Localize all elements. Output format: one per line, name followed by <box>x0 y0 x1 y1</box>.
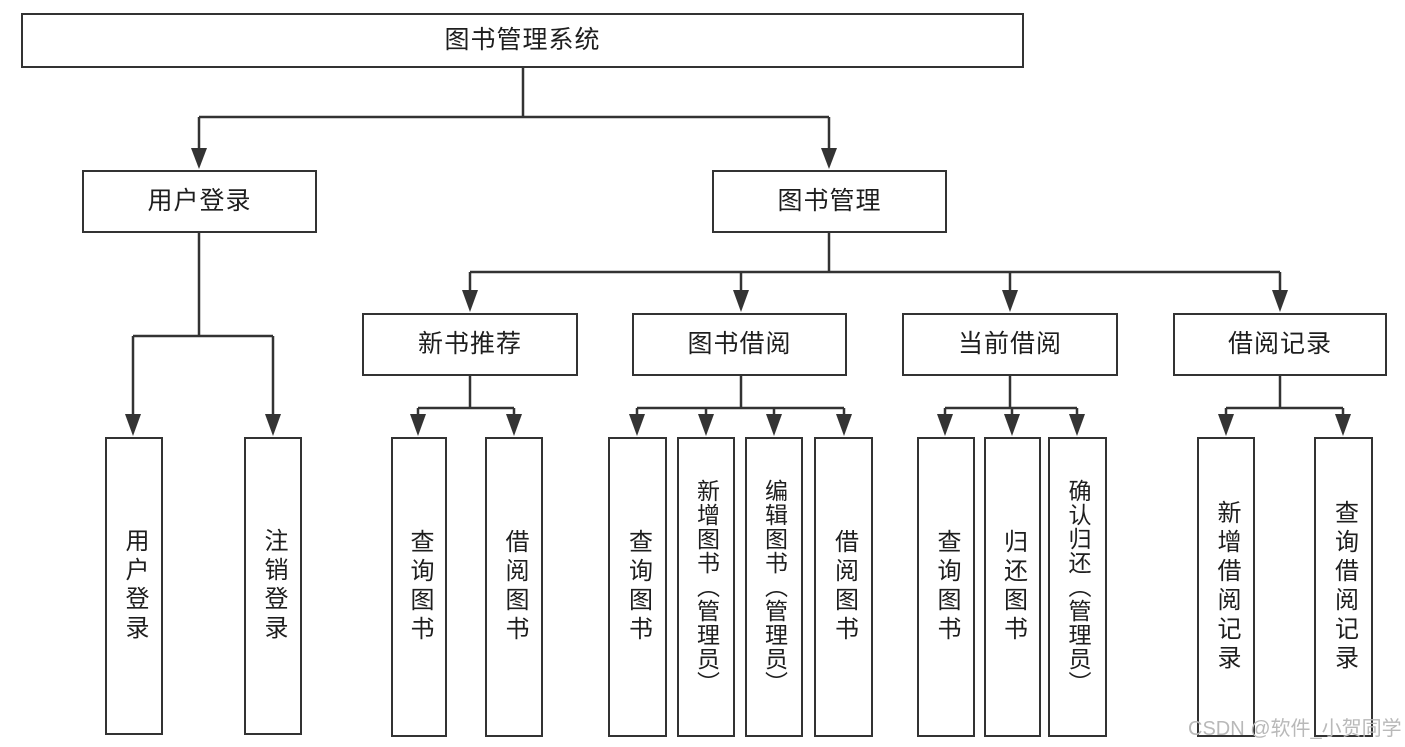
leaf-bb-edit-books-admin: 编辑图书（管理员） <box>745 437 803 737</box>
leaf-user-login: 用户登录 <box>105 437 163 735</box>
leaf-cb-query-books: 查询图书 <box>917 437 975 737</box>
leaf-br-add-record: 新增借阅记录 <box>1197 437 1255 737</box>
branch-root <box>191 68 837 169</box>
node-borrow-records: 借阅记录 <box>1173 313 1387 376</box>
branch-new-book-rec <box>410 376 522 436</box>
branch-borrow-records <box>1218 376 1351 436</box>
node-root: 图书管理系统 <box>21 13 1024 68</box>
leaf-bb-borrow-books: 借阅图书 <box>814 437 873 737</box>
csdn-watermark: CSDN @软件_小贺同学 <box>1188 718 1402 740</box>
node-current-borrow: 当前借阅 <box>902 313 1118 376</box>
branch-book-borrow <box>629 376 852 436</box>
node-book-borrow: 图书借阅 <box>632 313 847 376</box>
node-user-login: 用户登录 <box>82 170 317 233</box>
leaf-cb-confirm-return-admin: 确认归还（管理员） <box>1048 437 1107 737</box>
leaf-bb-query-books: 查询图书 <box>608 437 667 737</box>
node-book-management: 图书管理 <box>712 170 947 233</box>
leaf-br-query-record: 查询借阅记录 <box>1314 437 1373 737</box>
leaf-logout: 注销登录 <box>244 437 302 735</box>
branch-current-borrow <box>937 376 1085 436</box>
branch-user-login <box>125 233 281 436</box>
leaf-rec-borrow-books: 借阅图书 <box>485 437 543 737</box>
branch-book-mgmt <box>462 233 1288 312</box>
leaf-rec-query-books: 查询图书 <box>391 437 447 737</box>
leaf-bb-add-books-admin: 新增图书（管理员） <box>677 437 735 737</box>
leaf-cb-return-books: 归还图书 <box>984 437 1041 737</box>
node-new-book-recommend: 新书推荐 <box>362 313 578 376</box>
